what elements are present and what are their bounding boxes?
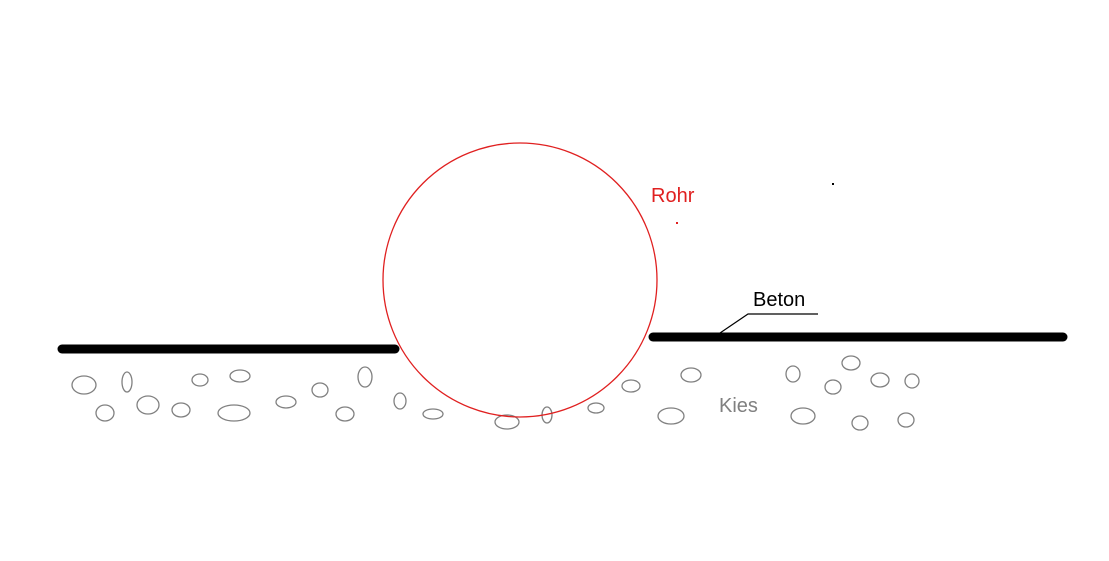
- gravel-stone: [275, 395, 297, 409]
- gravel-stone: [191, 373, 209, 387]
- gravel-stone: [311, 382, 329, 398]
- gravel-stone: [851, 415, 869, 431]
- pipe-circle: [382, 142, 658, 418]
- stray-dot: [832, 183, 834, 185]
- gravel-stone: [171, 402, 191, 418]
- gravel-stone: [494, 414, 520, 430]
- gravel-stones: [71, 355, 920, 431]
- gravel-stone: [95, 404, 115, 422]
- gravel-label: Kies: [719, 395, 758, 417]
- gravel-stone: [217, 404, 251, 422]
- concrete-label: Beton: [753, 289, 805, 311]
- gravel-stone: [657, 407, 685, 425]
- stray-dot: [676, 222, 678, 224]
- concrete-leader-line: [719, 313, 818, 334]
- gravel-stone: [870, 372, 890, 388]
- gravel-stone: [121, 371, 133, 393]
- gravel-stone: [587, 402, 605, 414]
- gravel-stone: [621, 379, 641, 393]
- gravel-stone: [393, 392, 407, 410]
- gravel-stone: [71, 375, 97, 395]
- gravel-stone: [680, 367, 702, 383]
- gravel-stone: [229, 369, 251, 383]
- gravel-stone: [904, 373, 920, 389]
- gravel-stone: [897, 412, 915, 428]
- gravel-stone: [422, 408, 444, 420]
- gravel-stone: [824, 379, 842, 395]
- gravel-stone: [357, 366, 373, 388]
- gravel-stone: [136, 395, 160, 415]
- pipe-label: Rohr: [651, 185, 695, 207]
- gravel-stone: [785, 365, 801, 383]
- gravel-stone: [790, 407, 816, 425]
- gravel-stone: [841, 355, 861, 371]
- gravel-stone: [335, 406, 355, 422]
